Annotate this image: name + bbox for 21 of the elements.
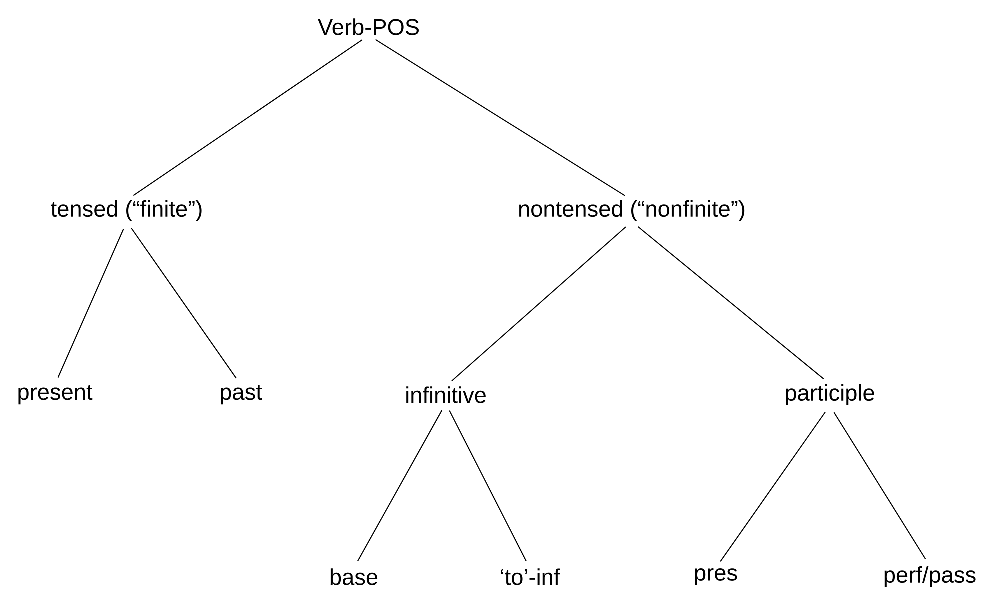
tree-branch: [376, 39, 626, 196]
tree-branch: [131, 228, 237, 379]
tree-branch: [720, 412, 826, 562]
tree-branch: [452, 226, 626, 382]
tree-label: perf/pass: [884, 566, 976, 588]
tree-label: Verb-POS: [318, 18, 419, 36]
tree-label: ‘to’-inf: [501, 568, 560, 586]
tree-branch: [58, 228, 124, 378]
tree-branch: [133, 40, 363, 196]
tree-label: base: [330, 568, 378, 586]
tree-label: past: [221, 385, 262, 405]
tree-label: nontensed (“nonfinite”): [519, 200, 745, 222]
tree-label: infinitive: [406, 386, 486, 404]
tree-label: pres: [695, 568, 738, 586]
tree-branch: [449, 410, 527, 562]
tree-label: tensed (“finite”): [51, 200, 202, 222]
tree-label: present: [18, 385, 93, 405]
tree-branch: [834, 412, 926, 560]
tree-branch: [357, 410, 443, 562]
tree-label: participle: [786, 384, 874, 406]
tree-branch: [638, 226, 824, 380]
